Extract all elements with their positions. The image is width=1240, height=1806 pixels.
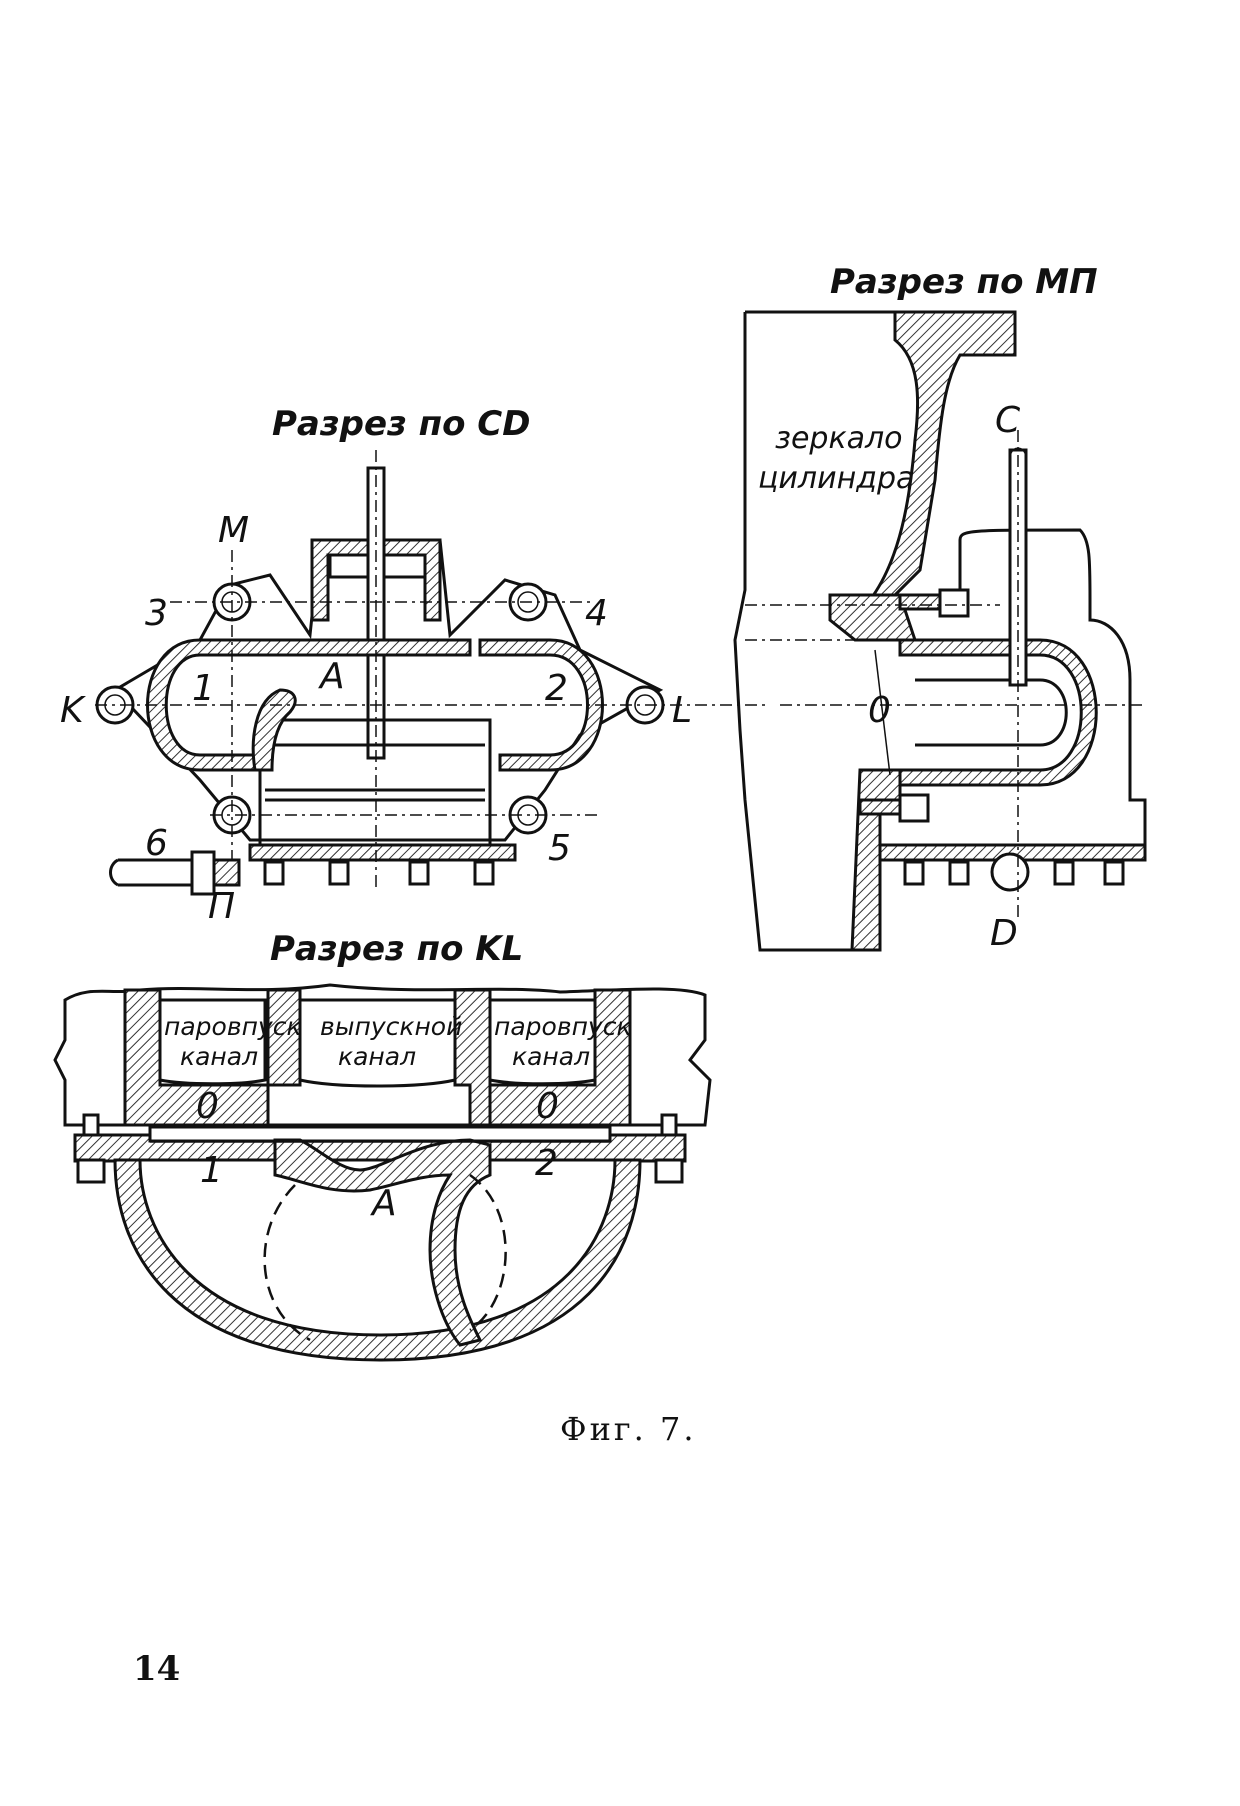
label-d: D [990, 913, 1018, 954]
mp-lower-bolt [858, 798, 902, 816]
kl-studs [76, 1113, 684, 1184]
label-p: П [208, 886, 235, 927]
label-1: 1 [192, 668, 215, 709]
kl-exhaust-label-2: канал [338, 1042, 416, 1071]
kl-inlet-left-label-1: паровпуск [164, 1012, 302, 1041]
label-1-kl: 1 [200, 1150, 223, 1191]
cd-bottom-plate [248, 843, 517, 862]
label-2: 2 [545, 668, 568, 709]
mp-bottom-nuts [903, 852, 1125, 892]
kl-ghost-circle [263, 1173, 507, 1342]
kl-exhaust-channel [298, 998, 457, 1088]
kl-tube-wall [273, 1138, 492, 1347]
kl-wall-center-left [266, 988, 302, 1087]
mp-valve-chamber [958, 528, 1147, 860]
kl-inlet-left-label-2: канал [180, 1042, 258, 1071]
page-number: 14 [133, 1649, 180, 1689]
cd-hook-wall [251, 688, 297, 772]
label-a-kl: A [370, 1183, 397, 1224]
mp-lower-nut [898, 793, 930, 823]
mp-mirror-label-1: зеркало [775, 421, 903, 456]
kl-wall-center-right [453, 988, 492, 1127]
mp-mirror-label-2: цилиндра [758, 461, 914, 496]
kl-inlet-right-channel [488, 998, 597, 1086]
label-l: L [672, 690, 692, 731]
kl-exhaust-label-1: выпускной [320, 1012, 462, 1041]
label-6: 6 [145, 823, 168, 864]
cd-drain-pipe [109, 858, 195, 887]
kl-flange-gap [148, 1125, 612, 1143]
section-mp-title: Разрез по МП [830, 262, 1098, 302]
mp-zero-line [874, 649, 891, 776]
mp-gland-block [828, 593, 918, 642]
section-cd-title: Разрез по CD [272, 404, 530, 444]
label-0-kl-left: 0 [196, 1086, 219, 1127]
mp-steam-chest-wall [898, 638, 1098, 787]
cd-right-lobe-wall [478, 638, 604, 772]
kl-bowl-inner [138, 1158, 617, 1337]
cd-bottom-nuts [263, 860, 495, 886]
label-5: 5 [548, 828, 571, 869]
kl-inlet-right-label-2: канал [512, 1042, 590, 1071]
section-kl-drawing [53, 983, 712, 1362]
mp-upper-nut [938, 588, 970, 618]
section-kl-title: Разрез по KL [270, 929, 523, 969]
mp-inner-channel [915, 678, 1068, 747]
label-2-kl: 2 [535, 1143, 558, 1184]
label-3: 3 [145, 593, 168, 634]
label-c: C [995, 400, 1021, 441]
section-cd-drawing [95, 450, 770, 896]
mp-mirror-wall [867, 310, 1017, 607]
label-a-cd: A [318, 656, 345, 697]
section-mp-drawing [733, 310, 1147, 952]
kl-inlet-left-channel [158, 998, 267, 1086]
label-m: M [218, 510, 249, 551]
kl-inlet-right-label-1: паровпуск [494, 1012, 632, 1041]
label-k: K [60, 690, 86, 731]
cd-drain-spring [212, 858, 241, 887]
figure-caption: Фиг. 7. [560, 1410, 697, 1448]
mp-upper-bolt [898, 593, 942, 611]
label-4: 4 [585, 593, 608, 634]
label-0-kl-right: 0 [536, 1086, 559, 1127]
cd-valve-rings [265, 743, 485, 802]
label-0-mp: 0 [868, 690, 891, 731]
